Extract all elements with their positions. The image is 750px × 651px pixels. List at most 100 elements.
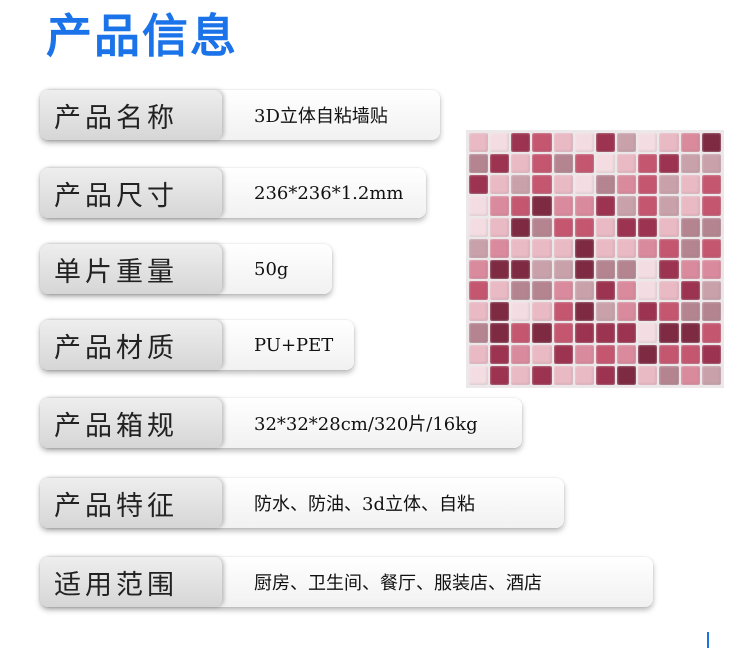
mosaic-tile (469, 133, 489, 153)
mosaic-tile (595, 365, 616, 385)
mosaic-tile (532, 323, 552, 343)
mosaic-tile (638, 302, 658, 322)
mosaic-tile (574, 259, 594, 280)
mosaic-tile (701, 154, 721, 174)
mosaic-tile (659, 281, 679, 301)
mosaic-tile (553, 259, 573, 280)
spec-label: 产品特征 (40, 478, 222, 528)
mosaic-tile (595, 323, 616, 343)
mosaic-tile (574, 217, 594, 237)
mosaic-tile (574, 238, 594, 258)
mosaic-tile (511, 238, 531, 258)
spec-value: 防水、防油、3d立体、自粘 (254, 494, 475, 515)
mosaic-tile (511, 133, 531, 153)
mosaic-tile (469, 196, 489, 216)
mosaic-tile (574, 323, 594, 343)
mosaic-tile (617, 344, 637, 364)
mosaic-tile (532, 175, 552, 195)
mosaic-tile (511, 154, 531, 174)
mosaic-tile (659, 365, 679, 385)
mosaic-tile (659, 217, 679, 237)
mosaic-tile (532, 217, 552, 237)
mosaic-tile (574, 365, 594, 385)
mosaic-tile (469, 302, 489, 322)
mosaic-tile (553, 281, 573, 301)
mosaic-tile (553, 323, 573, 343)
mosaic-tile (638, 217, 658, 237)
mosaic-tile (511, 281, 531, 301)
mosaic-tile (617, 238, 637, 258)
mosaic-tile (490, 238, 510, 258)
mosaic-tile (490, 217, 510, 237)
mosaic-tile (701, 217, 721, 237)
mosaic-tile (595, 154, 616, 174)
spec-row-weight: 单片重量 50g (40, 244, 332, 294)
mosaic-tile-product-image (466, 130, 724, 388)
spec-row-features: 产品特征 防水、防油、3d立体、自粘 (40, 478, 564, 528)
spec-row-size: 产品尺寸 236*236*1.2mm (40, 168, 426, 218)
spec-value: 3D立体自粘墙贴 (254, 106, 388, 127)
mosaic-tile (638, 133, 658, 153)
mosaic-tile (701, 344, 721, 364)
mosaic-tile (659, 238, 679, 258)
mosaic-tile (595, 175, 616, 195)
mosaic-tile (469, 154, 489, 174)
mosaic-tile (638, 154, 658, 174)
mosaic-tile (469, 365, 489, 385)
mosaic-tile (680, 238, 700, 258)
spec-row-material: 产品材质 PU+PET (40, 320, 354, 370)
spec-row-name: 产品名称 3D立体自粘墙贴 (40, 90, 440, 140)
mosaic-tile (617, 259, 637, 280)
mosaic-tile (553, 175, 573, 195)
mosaic-tile (595, 259, 616, 280)
mosaic-tile (680, 133, 700, 153)
spec-label: 产品名称 (40, 90, 222, 140)
mosaic-tile (680, 281, 700, 301)
spec-value: 236*236*1.2mm (254, 182, 404, 204)
mosaic-tile (617, 133, 637, 153)
mosaic-tile (617, 217, 637, 237)
mosaic-tile (659, 133, 679, 153)
mosaic-tile (680, 323, 700, 343)
mosaic-tile (701, 302, 721, 322)
mosaic-tile (511, 323, 531, 343)
mosaic-tile (638, 175, 658, 195)
spec-label: 产品尺寸 (40, 168, 222, 218)
mosaic-tile (701, 259, 721, 280)
spec-label: 适用范围 (40, 557, 222, 607)
mosaic-tile (574, 196, 594, 216)
mosaic-tile (532, 238, 552, 258)
mosaic-tile (638, 196, 658, 216)
mosaic-tile (659, 196, 679, 216)
mosaic-tile (701, 281, 721, 301)
mosaic-tile (617, 154, 637, 174)
mosaic-tile (701, 196, 721, 216)
mosaic-tile (617, 196, 637, 216)
mosaic-tile (553, 365, 573, 385)
mosaic-tile (638, 344, 658, 364)
mosaic-tile (617, 302, 637, 322)
spec-value: 32*32*28cm/320片/16kg (254, 414, 478, 435)
mosaic-tile (469, 344, 489, 364)
mosaic-tile (511, 259, 531, 280)
mosaic-tile (595, 238, 616, 258)
text-cursor (707, 632, 709, 648)
mosaic-tile (659, 259, 679, 280)
mosaic-tile (553, 196, 573, 216)
mosaic-tile (532, 365, 552, 385)
spec-value: 厨房、卫生间、餐厅、服装店、酒店 (254, 573, 542, 594)
mosaic-tile (659, 175, 679, 195)
mosaic-tile (638, 281, 658, 301)
mosaic-tile (490, 154, 510, 174)
mosaic-tile (511, 344, 531, 364)
mosaic-tile (469, 217, 489, 237)
spec-label: 产品箱规 (40, 398, 222, 448)
mosaic-tile (553, 302, 573, 322)
mosaic-tile (574, 344, 594, 364)
mosaic-tile (469, 281, 489, 301)
mosaic-tile (553, 133, 573, 153)
mosaic-tile (532, 154, 552, 174)
mosaic-tile (680, 175, 700, 195)
spec-label: 产品材质 (40, 320, 222, 370)
mosaic-tile (617, 323, 637, 343)
